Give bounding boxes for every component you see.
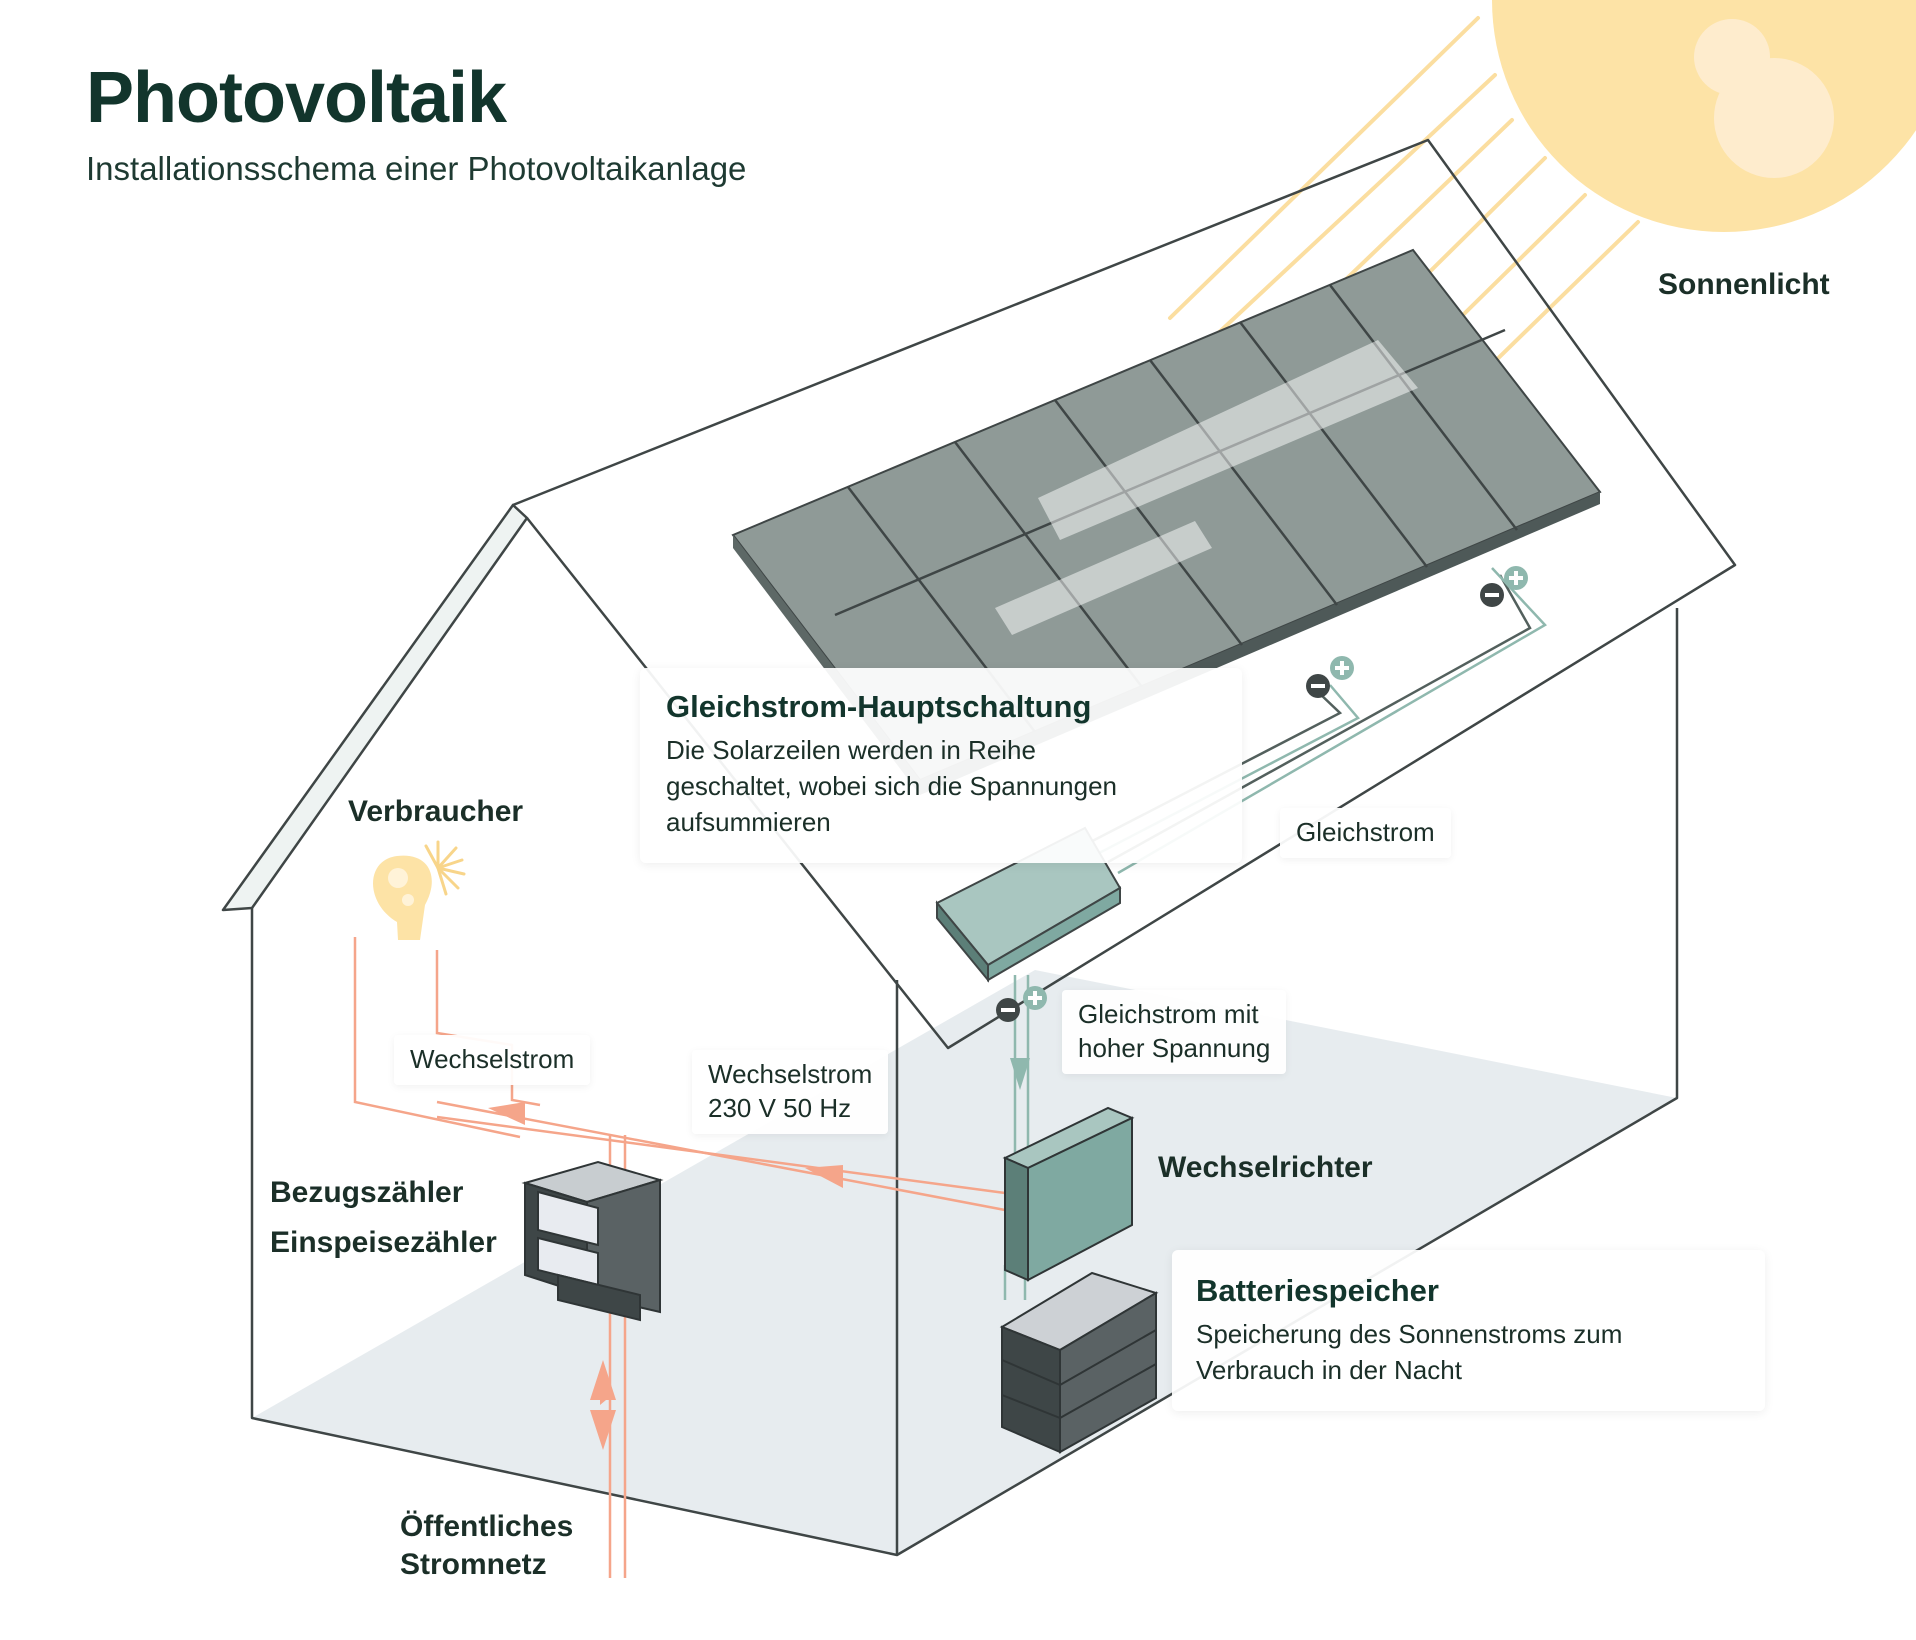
ac-flow-arrows xyxy=(488,1102,843,1450)
plus-icon xyxy=(1330,656,1354,680)
battery-storage xyxy=(999,1271,1159,1454)
consumer-label: Verbraucher xyxy=(348,795,524,828)
ac-grid-tag: Wechselstrom 230 V 50 Hz xyxy=(692,1050,889,1134)
house-outline xyxy=(221,138,1737,1557)
meter-box xyxy=(521,1160,664,1322)
meter-feedin-label: Einspeisezähler xyxy=(270,1226,497,1259)
battery-card: Batteriespeicher Speicherung des Sonnens… xyxy=(1172,1250,1765,1411)
dc-main-text: Die Solarzeilen werden in Reihe geschalt… xyxy=(666,735,1117,837)
dc-main-heading: Gleichstrom-Hauptschaltung xyxy=(666,689,1092,724)
inverter-label: Wechselrichter xyxy=(1158,1151,1373,1184)
dc-high-voltage-tag: Gleichstrom mit hoher Spannung xyxy=(1062,990,1287,1074)
sunlight-label: Sonnenlicht xyxy=(1658,268,1830,301)
plus-icon xyxy=(1023,986,1047,1010)
meter-purchase-label: Bezugszähler xyxy=(270,1176,464,1209)
polarity-markers xyxy=(996,566,1528,1022)
lightbulb-icon xyxy=(373,840,466,940)
battery-heading: Batteriespeicher xyxy=(1196,1273,1439,1308)
dc-main-card: Gleichstrom-Hauptschaltung Die Solarzeil… xyxy=(640,668,1242,863)
minus-icon xyxy=(1306,674,1330,698)
sun-icon xyxy=(1492,0,1916,232)
floor xyxy=(252,970,1677,1555)
minus-icon xyxy=(1480,583,1504,607)
dc-tag: Gleichstrom xyxy=(1280,808,1451,858)
page-title: Photovoltaik xyxy=(86,58,507,138)
ac-tag: Wechselstrom xyxy=(394,1035,591,1085)
dc-flow-arrow-icon xyxy=(1010,1058,1030,1090)
page-subtitle: Installationsschema einer Photovoltaikan… xyxy=(86,150,747,187)
minus-icon xyxy=(996,998,1020,1022)
battery-text: Speicherung des Sonnenstroms zum Verbrau… xyxy=(1196,1319,1623,1386)
plus-icon xyxy=(1504,566,1528,590)
grid-label: Öffentliches Stromnetz xyxy=(400,1510,574,1581)
inverter-device xyxy=(1002,1106,1135,1282)
